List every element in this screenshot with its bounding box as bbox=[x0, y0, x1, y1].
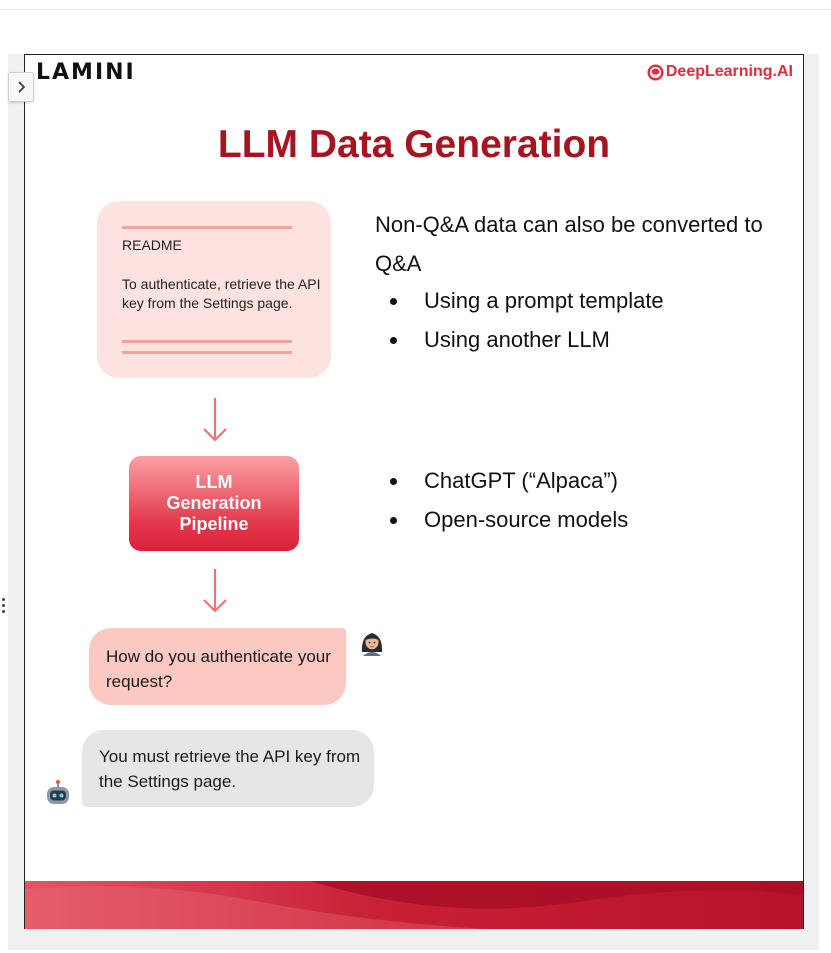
answer-text: You must retrieve the API key from the S… bbox=[99, 747, 361, 791]
question-text: How do you authenticate your request? bbox=[106, 647, 331, 691]
bullet-list-methods: Using a prompt template Using another LL… bbox=[375, 281, 664, 359]
doc-divider bbox=[122, 351, 292, 354]
robot-avatar-icon bbox=[47, 780, 69, 804]
doc-heading: README bbox=[122, 237, 182, 253]
doc-divider bbox=[122, 340, 292, 343]
doc-body: To authenticate, retrieve the API key fr… bbox=[122, 276, 321, 311]
question-bubble: How do you authenticate your request? bbox=[89, 628, 346, 705]
vertical-ellipsis-icon[interactable] bbox=[1, 598, 7, 618]
slide-title: LLM Data Generation bbox=[217, 123, 611, 166]
bullet-list-models: ChatGPT (“Alpaca”) Open-source models bbox=[375, 461, 628, 539]
woman-avatar-icon bbox=[361, 633, 383, 656]
top-toolbar-strip bbox=[0, 0, 831, 10]
deeplearning-logo-icon bbox=[647, 64, 664, 80]
readme-document-card: README To authenticate, retrieve the API… bbox=[97, 201, 331, 378]
down-arrow-icon bbox=[203, 398, 227, 442]
chevron-right-icon bbox=[18, 81, 26, 93]
answer-bubble: You must retrieve the API key from the S… bbox=[82, 730, 374, 807]
intro-text: Non-Q&A data can also be converted to Q&… bbox=[375, 212, 763, 276]
bullet-item: Open-source models bbox=[375, 500, 628, 539]
slide-image: LAMINI DeepLearning.AI LLM Data Generati… bbox=[24, 54, 804, 929]
llm-generation-pipeline-box: LLM Generation Pipeline bbox=[129, 456, 299, 551]
footer-wave-decoration bbox=[25, 881, 803, 929]
pipeline-label: LLM Generation Pipeline bbox=[166, 472, 262, 534]
doc-divider bbox=[122, 226, 292, 229]
bullet-item: ChatGPT (“Alpaca”) bbox=[375, 461, 628, 500]
bullet-item: Using another LLM bbox=[375, 320, 664, 359]
deeplearning-logo-text: DeepLearning.AI bbox=[665, 63, 793, 80]
collapse-sidebar-button[interactable] bbox=[8, 72, 34, 102]
deeplearning-logo: DeepLearning.AI bbox=[647, 63, 793, 81]
bullet-item: Using a prompt template bbox=[375, 281, 664, 320]
lamini-logo: LAMINI bbox=[36, 60, 136, 85]
down-arrow-icon bbox=[203, 569, 227, 613]
